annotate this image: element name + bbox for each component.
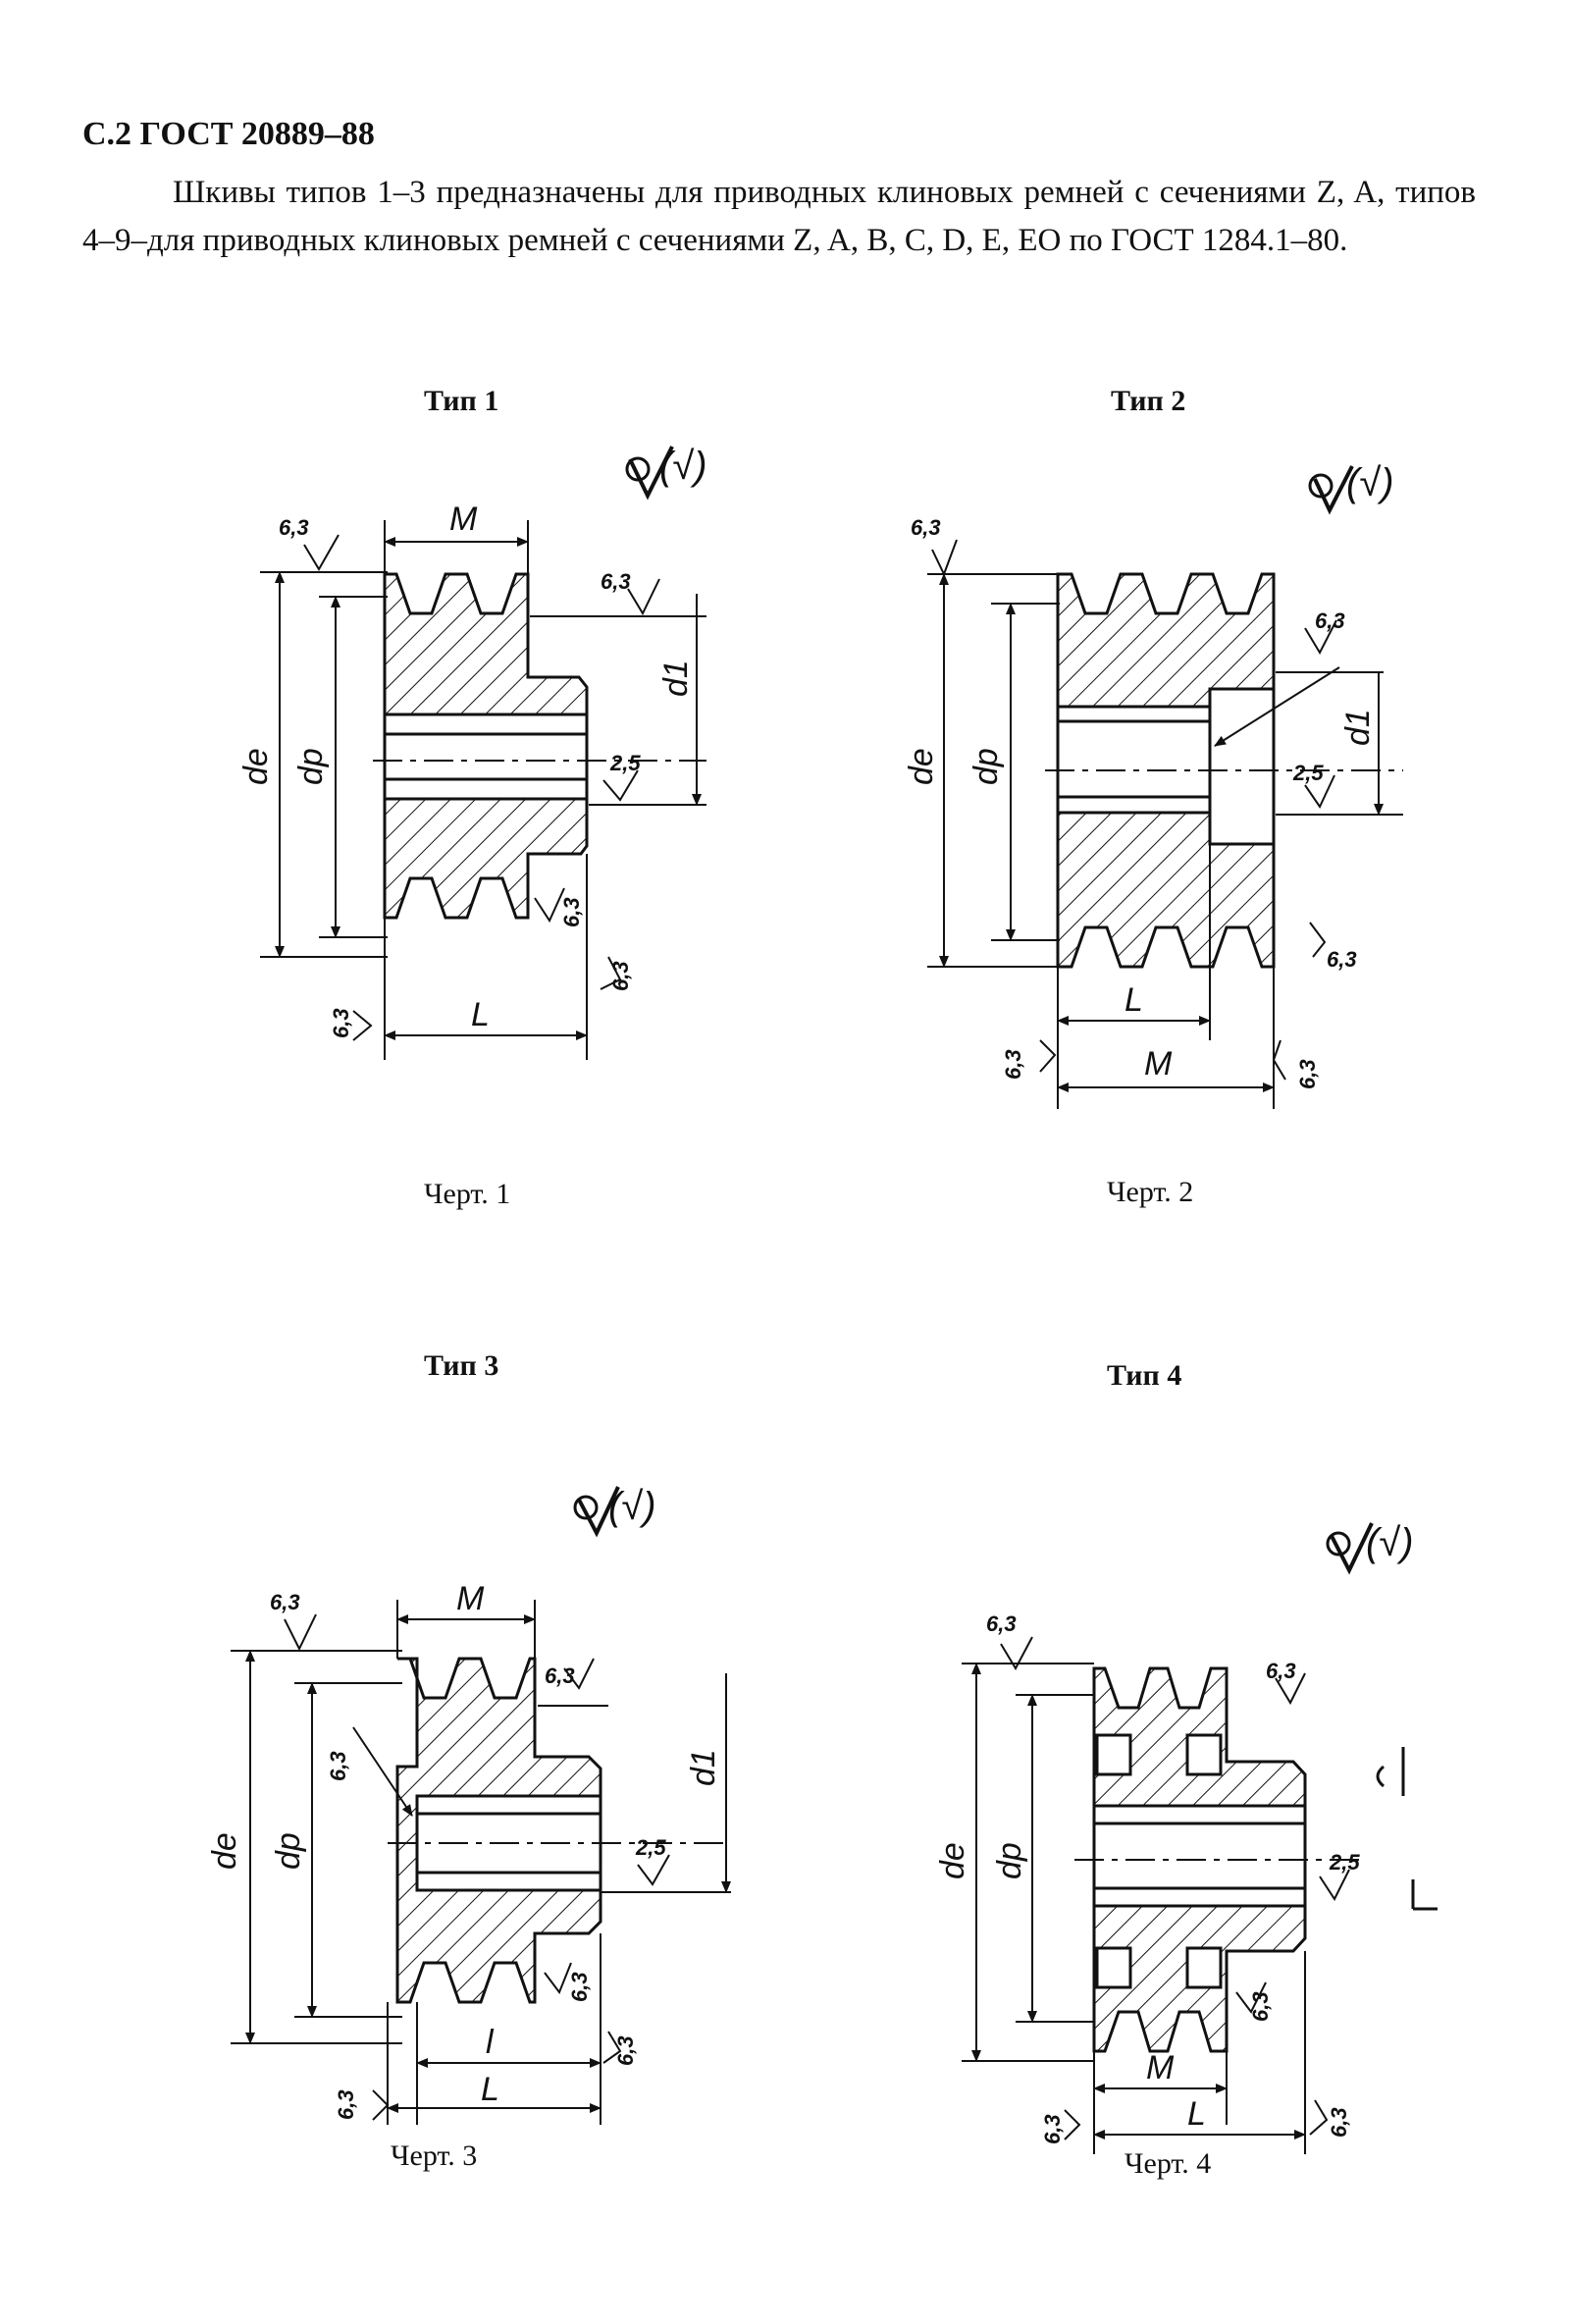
fig2-rough-left: 6,3 [1001, 1049, 1025, 1080]
figure-3-drawing [231, 1486, 731, 2125]
fig3-rough-left: 6,3 [334, 2089, 358, 2120]
figure-1-title: Тип 1 [424, 385, 499, 417]
figure-2-labels: L M de dp d1 6,3 6,3 2,5 6,3 6,3 6,3 (√) [903, 461, 1394, 1089]
fig4-rough-bore: 2,5 [1329, 1850, 1360, 1875]
intro-text: Шкивы типов 1–3 предназначены для привод… [82, 175, 1476, 258]
fig3-label-M: M [456, 1580, 485, 1617]
fig2-label-L: L [1124, 981, 1143, 1019]
figure-4-drawing [962, 1522, 1438, 2154]
figure-2-title: Тип 2 [1111, 385, 1186, 417]
figure-3-labels: M l L de dp d1 6,3 6,3 6,3 2,5 6,3 6,3 6… [206, 1485, 722, 2120]
fig4-rough-right: 6,3 [1266, 1659, 1296, 1683]
fig3-rough-top: 6,3 [270, 1590, 300, 1614]
fig1-label-d1: d1 [657, 660, 695, 697]
fig2-rough-groove: 6,3 [1327, 947, 1357, 972]
fig1-rough-bore: 2,5 [609, 751, 641, 775]
fig1-rough-right: 6,3 [601, 569, 631, 594]
page-header: С.2 ГОСТ 20889–88 [82, 116, 375, 152]
fig3-rough-hub: 6,3 [567, 1972, 592, 2002]
fig2-rough-face: 6,3 [1295, 1059, 1320, 1089]
figure-1-caption: Черт. 1 [424, 1178, 511, 1210]
fig2-rough-top: 6,3 [911, 515, 941, 540]
fig4-rough-left: 6,3 [1040, 2114, 1065, 2144]
fig1-roughness-symbol: (√) [659, 445, 707, 488]
fig2-label-M: M [1144, 1045, 1173, 1083]
figure-3-title: Тип 3 [424, 1349, 499, 1382]
fig3-label-dp: dp [270, 1832, 307, 1870]
fig4-label-M: M [1146, 2049, 1175, 2086]
fig4-label-L: L [1187, 2095, 1206, 2133]
fig2-label-d1: d1 [1339, 709, 1377, 746]
figure-2-drawing [927, 465, 1403, 1109]
fig2-label-de: de [903, 748, 940, 785]
fig1-label-de: de [237, 748, 275, 785]
fig1-label-L: L [471, 996, 490, 1033]
figure-4-title: Тип 4 [1107, 1359, 1182, 1392]
fig3-label-de: de [206, 1832, 243, 1870]
intro-paragraph: Шкивы типов 1–3 предназначены для привод… [82, 169, 1476, 265]
fig3-rough-bore: 2,5 [635, 1835, 666, 1860]
fig3-roughness-symbol: (√) [608, 1485, 656, 1528]
fig1-rough-hub: 6,3 [559, 897, 584, 927]
fig3-label-d1: d1 [685, 1749, 722, 1786]
fig1-rough-top: 6,3 [279, 515, 309, 540]
figure-1-labels: M L de dp d1 6,3 6,3 2,5 6,3 6,3 6,3 (√) [237, 445, 707, 1038]
fig4-rough-top: 6,3 [986, 1611, 1017, 1636]
fig3-label-l: l [486, 2024, 495, 2061]
fig4-label-dp: dp [991, 1842, 1028, 1879]
fig3-rough-chamfer: 6,3 [326, 1751, 350, 1781]
figure-2-caption: Черт. 2 [1107, 1176, 1194, 1208]
fig4-roughness-symbol: (√) [1366, 1521, 1414, 1564]
fig1-rough-left: 6,3 [329, 1008, 353, 1038]
fig3-label-L: L [481, 2071, 499, 2108]
fig2-label-dp: dp [968, 748, 1005, 785]
figure-1-drawing [260, 446, 706, 1060]
fig1-label-M: M [449, 501, 478, 538]
figure-4-caption: Черт. 4 [1124, 2147, 1212, 2180]
figure-3-caption: Черт. 3 [391, 2139, 478, 2172]
fig2-rough-center: 2,5 [1292, 761, 1324, 785]
figure-4-labels: M L de dp 6,3 6,3 2,5 6,3 6,3 6,3 (√) [934, 1521, 1414, 2144]
fig2-roughness-symbol: (√) [1346, 461, 1394, 504]
fig3-rough-face: 6,3 [613, 2035, 638, 2066]
fig1-label-dp: dp [292, 748, 330, 785]
fig4-rough-face: 6,3 [1327, 2107, 1351, 2138]
fig4-label-de: de [934, 1842, 971, 1879]
fig2-rough-bore: 6,3 [1315, 608, 1345, 633]
fig4-rough-groove: 6,3 [1248, 1991, 1273, 2022]
fig3-rough-right: 6,3 [545, 1664, 575, 1688]
fig1-rough-face: 6,3 [608, 961, 633, 991]
